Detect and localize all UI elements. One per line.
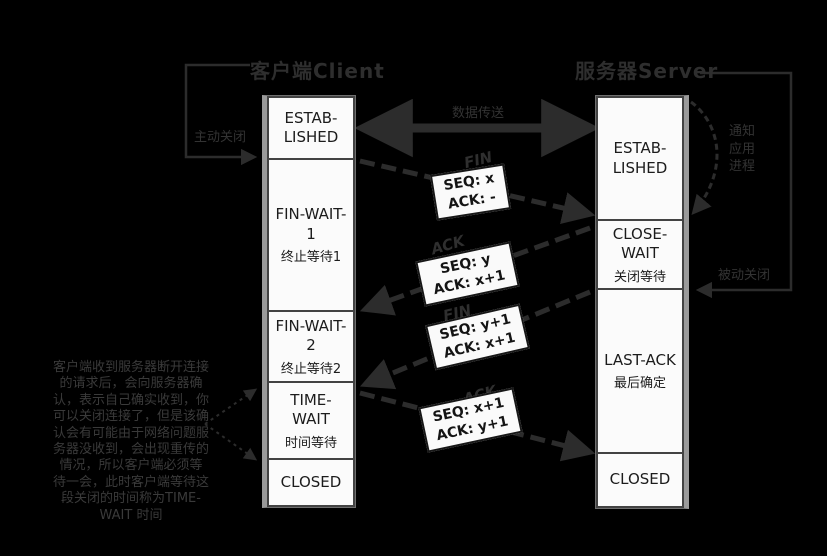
time-wait-note: 客户端收到服务器断开连接 的请求后，会向服务器确 认，表示自己确实收到，你 可以… [52, 360, 209, 523]
state-label-en: FIN-WAIT- 2 [275, 316, 347, 355]
state-label-zh: 最后确定 [613, 376, 666, 392]
segment-box-ack1: SEQ: y ACK: x+1 [415, 241, 520, 307]
client-state-fin-wait-1: FIN-WAIT- 1 终止等待1 [267, 158, 355, 312]
server-state-last-ack: LAST-ACK 最后确定 [596, 288, 684, 454]
notify-app-arc [690, 100, 719, 215]
server-state-established: ESTAB- LISHED [596, 96, 684, 221]
segment-box-fin1: SEQ: x ACK: - [429, 163, 512, 221]
client-title: 客户端Client [250, 59, 385, 83]
server-state-close-wait: CLOSE- WAIT 关闭等待 [596, 219, 684, 290]
state-label-en: ESTAB- LISHED [283, 108, 339, 147]
passive-close-label: 被动关闭 [718, 268, 771, 283]
segment-box-ack2: SEQ: x+1 ACK: y+1 [418, 387, 523, 453]
state-label-zh: 终止等待2 [280, 361, 342, 377]
data-transfer-label: 数据传送 [452, 106, 505, 121]
client-state-established: ESTAB- LISHED [267, 96, 355, 160]
client-state-time-wait: TIME- WAIT 时间等待 [267, 381, 355, 460]
client-state-closed: CLOSED [267, 458, 355, 507]
passive-close-bracket [695, 71, 793, 299]
client-state-column: ESTAB- LISHED FIN-WAIT- 1 终止等待1 FIN-WAIT… [262, 95, 356, 508]
state-label-en: CLOSED [280, 472, 342, 491]
state-label-en: TIME- WAIT [290, 390, 332, 429]
state-label-zh: 关闭等待 [613, 269, 666, 285]
state-label-en: ESTAB- LISHED [612, 139, 668, 177]
server-state-column: ESTAB- LISHED CLOSE- WAIT 关闭等待 LAST-ACK … [595, 95, 689, 509]
active-close-label: 主动关闭 [194, 130, 247, 145]
state-label-en: LAST-ACK [604, 350, 676, 369]
state-label-zh: 时间等待 [284, 435, 337, 451]
server-state-closed: CLOSED [596, 452, 684, 508]
segment-box-fin2: SEQ: y+1 ACK: x+1 [425, 303, 530, 371]
state-label-zh: 终止等待1 [280, 250, 342, 265]
server-title: 服务器Server [575, 59, 719, 83]
state-label-en: CLOSED [609, 470, 671, 489]
state-label-en: CLOSE- WAIT [612, 224, 668, 263]
state-label-en: FIN-WAIT- 1 [275, 205, 347, 243]
client-state-fin-wait-2: FIN-WAIT- 2 终止等待2 [267, 310, 355, 383]
notify-app-label: 通知应用进程 [729, 124, 756, 175]
